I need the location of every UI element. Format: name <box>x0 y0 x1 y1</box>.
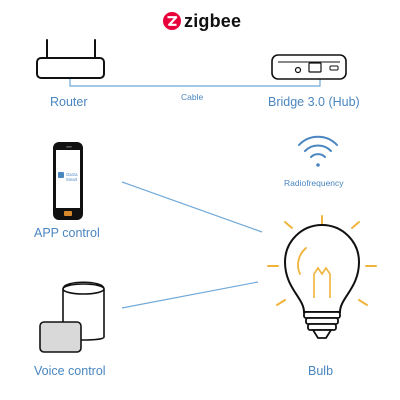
router-icon <box>36 39 105 79</box>
bulb-label: Bulb <box>308 364 334 378</box>
app-to-bulb-line <box>121 181 263 233</box>
phone-app-name-1: Garza <box>66 172 78 177</box>
radiofrequency-label: Radiofrequency <box>284 178 344 188</box>
voice-to-bulb-line <box>121 281 259 309</box>
bridge-label: Bridge 3.0 (Hub) <box>268 95 360 109</box>
app-control-label: APP control <box>34 226 100 240</box>
cable-label: Cable <box>181 92 204 102</box>
voice-control-label: Voice control <box>34 364 106 378</box>
radio-waves-icon <box>298 135 338 167</box>
router-label: Router <box>50 95 88 109</box>
zigbee-logo-icon <box>163 12 181 30</box>
bridge-hub-icon <box>271 54 347 80</box>
light-bulb-icon <box>267 215 377 339</box>
smartphone-icon: Garza Smart <box>53 142 83 220</box>
app-logo-icon <box>58 172 64 178</box>
phone-app-name-2: Smart <box>66 177 78 182</box>
brand-name: zigbee <box>184 11 242 31</box>
bulb-rays <box>267 215 377 306</box>
voice-remote-icon <box>39 321 82 353</box>
